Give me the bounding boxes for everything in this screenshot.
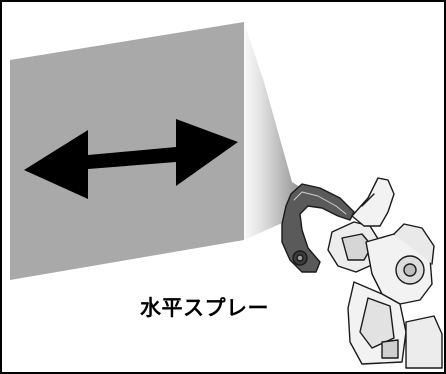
wall-panel (10, 22, 244, 280)
spray-cone-icon (244, 22, 314, 240)
painting-robot-arm-icon (281, 177, 443, 369)
double-headed-horizontal-arrow-icon (24, 119, 238, 199)
caption-label: 水平スプレー (140, 296, 269, 320)
